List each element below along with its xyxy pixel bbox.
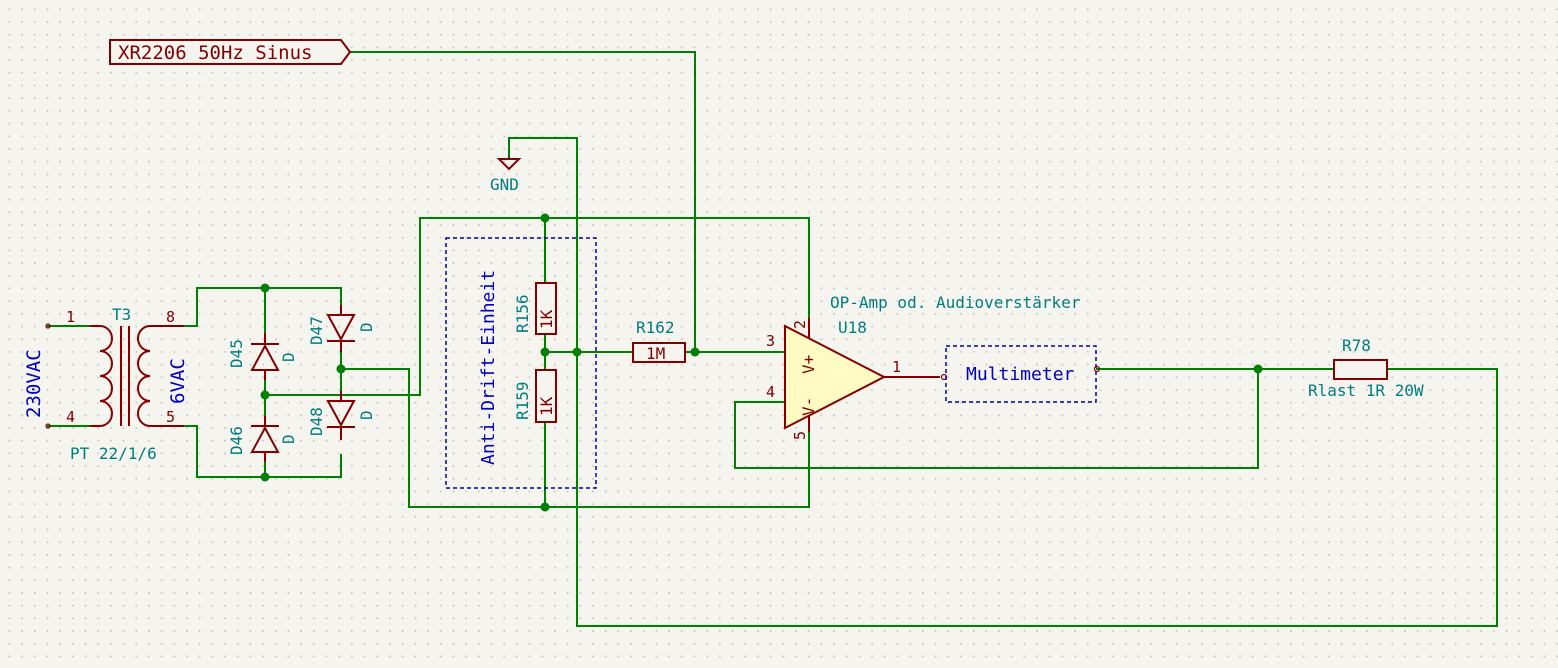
wire-sec-top: [183, 287, 342, 327]
pin-number: 4: [66, 408, 75, 426]
resistor-value: 1M: [646, 344, 665, 363]
pin-number: 8: [166, 308, 175, 326]
diode-value: D: [279, 352, 298, 362]
resistor-r162[interactable]: 1M R162: [632, 318, 686, 363]
junction: [540, 347, 550, 357]
secondary-voltage-label: 6VAC: [167, 358, 189, 404]
gnd-label: GND: [490, 175, 519, 194]
junction: [260, 472, 270, 482]
resistor-r156[interactable]: 1K R156: [513, 282, 557, 335]
resistor-ref: R156: [513, 294, 532, 333]
junction: [260, 283, 270, 293]
anti-drift-label: Anti-Drift-Einheit: [478, 270, 499, 465]
transformer-t3[interactable]: 1 4 8 5 T3 PT 22/1/6: [45, 305, 184, 463]
diode-d48[interactable]: D48 D: [307, 391, 376, 440]
junctions: [260, 213, 1263, 512]
diode-value: D: [279, 434, 298, 444]
gnd-symbol[interactable]: GND: [490, 157, 522, 194]
resistor-value: 1K: [537, 396, 556, 416]
diode-ref: D45: [227, 339, 246, 368]
wire-sec-bottom: [183, 425, 342, 478]
diode-d46[interactable]: D46 D: [227, 416, 298, 462]
resistor-r78[interactable]: R78 Rlast 1R 20W: [1308, 336, 1424, 400]
vminus-label: V-: [799, 397, 818, 416]
pin-number: 1: [66, 308, 75, 326]
wire-signal-input: [349, 51, 696, 353]
wire-feedback: [734, 368, 1259, 469]
junction: [260, 390, 270, 400]
secondary-coil: [137, 325, 151, 427]
diode-ref: D47: [307, 316, 326, 345]
global-label-text: XR2206_50Hz_Sinus: [118, 42, 312, 64]
transformer-value: PT 22/1/6: [70, 444, 157, 463]
wire-positive-rail: [544, 217, 810, 319]
pin-number: 1: [892, 358, 901, 376]
pin-number: 4: [766, 383, 775, 401]
resistor-ref: R78: [1342, 336, 1371, 355]
opamp-u18[interactable]: 3 4 2 5 1 V+ V- OP-Amp od. Audioverstärk…: [766, 293, 1081, 440]
pin-number: 5: [166, 408, 175, 426]
wire-negative-rail: [340, 368, 810, 508]
pin-number: 5: [791, 431, 809, 440]
resistor-value: Rlast 1R 20W: [1308, 381, 1424, 400]
primary-coil: [99, 325, 113, 427]
junction: [572, 347, 582, 357]
diode-ref: D48: [307, 407, 326, 436]
wire-gnd-return: [508, 137, 1498, 627]
diode-ref: D46: [227, 426, 246, 455]
vplus-label: V+: [799, 355, 818, 374]
resistor-ref: R159: [513, 381, 532, 420]
global-label[interactable]: XR2206_50Hz_Sinus: [109, 39, 352, 65]
opamp-value: OP-Amp od. Audioverstärker: [830, 293, 1081, 312]
junction: [690, 347, 700, 357]
resistor-ref: R162: [636, 318, 675, 337]
junction: [1253, 364, 1263, 374]
diode-d45[interactable]: D45 D: [227, 333, 298, 380]
opamp-ref: U18: [838, 318, 867, 337]
diode-d47[interactable]: D47 D: [307, 305, 376, 352]
primary-voltage-label: 230VAC: [23, 349, 45, 418]
junction: [336, 364, 346, 374]
junction: [540, 213, 550, 223]
resistor-value: 1K: [537, 309, 556, 329]
wires: [47, 51, 1498, 627]
diode-value: D: [357, 410, 376, 420]
multimeter-block[interactable]: Multimeter: [945, 345, 1101, 403]
pin-number: 3: [766, 332, 775, 350]
pin-number: 2: [791, 320, 809, 329]
anti-drift-box: [445, 237, 597, 489]
junction: [540, 502, 550, 512]
wire-positive-rail-left: [264, 217, 546, 396]
multimeter-label: Multimeter: [966, 364, 1075, 385]
resistor-r159[interactable]: 1K R159: [513, 369, 557, 423]
diode-value: D: [357, 322, 376, 332]
transformer-ref: T3: [112, 305, 131, 324]
